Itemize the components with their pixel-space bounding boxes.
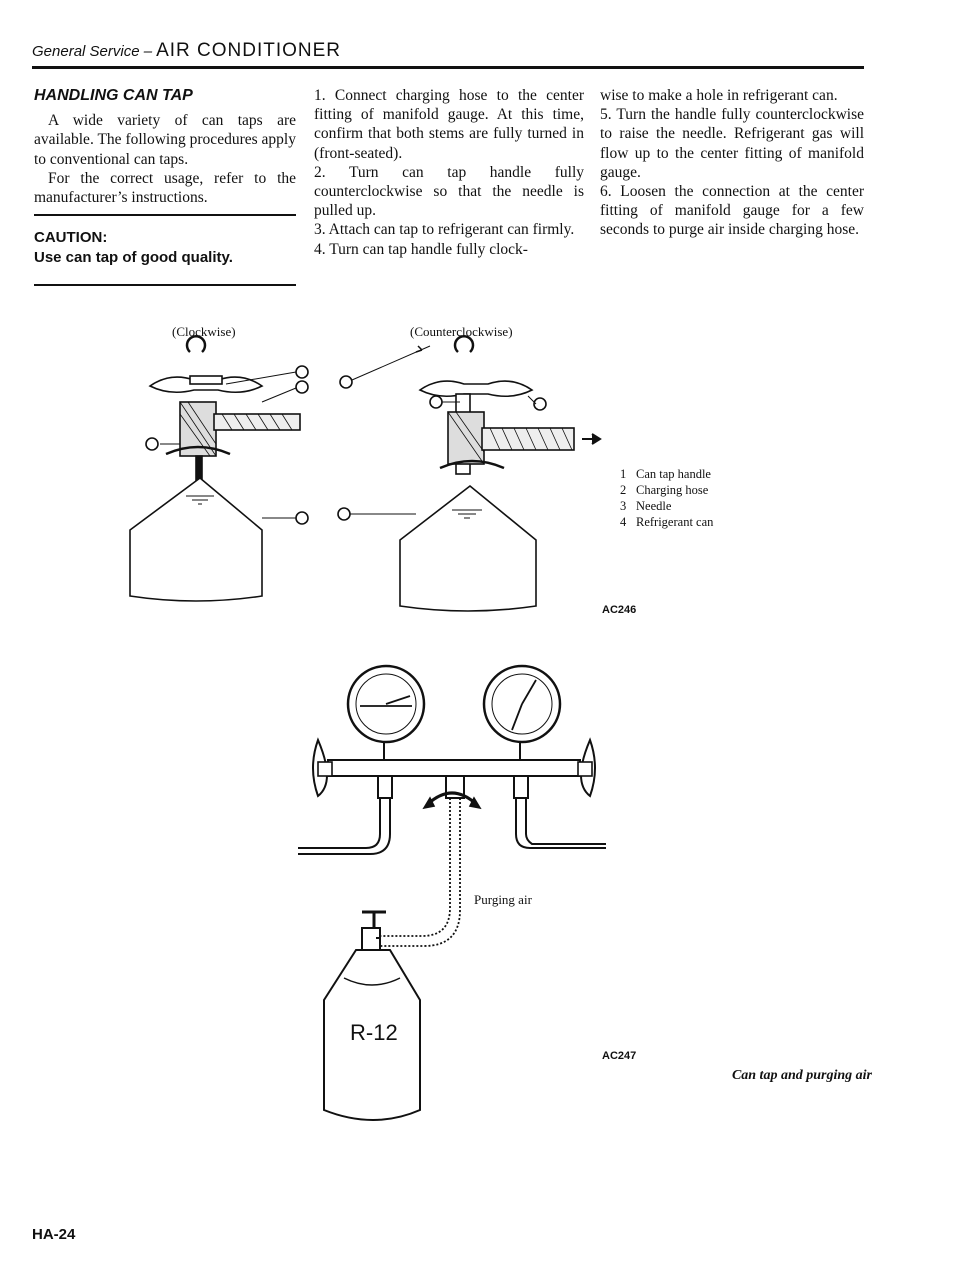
rotation-arrow-icon (453, 335, 475, 353)
low-side-hose-icon (298, 798, 391, 855)
page-header: General Service – AIR CONDITIONER (32, 40, 862, 66)
step-1: 1. Connect charging hose to the center f… (314, 87, 584, 162)
callout-4-icon (295, 511, 309, 525)
refrigerant-can-icon (399, 484, 537, 612)
left-column: HANDLING CAN TAP A wide variety of can t… (34, 86, 296, 207)
low-pressure-gauge-icon (346, 664, 426, 744)
handle-icon (418, 380, 534, 398)
step-2: 2. Turn can tap handle fully countercloc… (314, 163, 584, 220)
step-4-continued: wise to make a hole in refrigerant can. (600, 87, 838, 104)
callout-1-icon (339, 375, 353, 389)
right-column: wise to make a hole in refrigerant can. … (600, 86, 864, 240)
header-rule (32, 66, 864, 69)
r12-can-diagram (323, 910, 421, 1121)
refrigerant-can-icon (129, 476, 263, 602)
can-tap-clockwise-diagram (129, 335, 309, 602)
manifold-gauge-diagram (298, 664, 606, 947)
step-5: 5. Turn the handle fully counterclockwis… (600, 106, 864, 181)
figure-code-ac247: AC247 (602, 1050, 637, 1062)
rotation-arrow-icon (185, 335, 207, 353)
charging-hose-icon (374, 798, 461, 947)
callout-2-icon (533, 397, 547, 411)
caution-title: CAUTION: (34, 229, 108, 246)
refrigerant-can-icon (323, 949, 421, 1121)
figure-caption: Can tap and purging air (731, 1068, 872, 1083)
figure-code-ac246: AC246 (602, 604, 637, 616)
middle-column: 1. Connect charging hose to the center f… (314, 86, 584, 259)
intro-paragraph: A wide variety of can taps are available… (34, 112, 296, 168)
high-side-hose-icon (515, 798, 606, 849)
callout-3-icon (145, 437, 159, 451)
callout-4-icon (337, 507, 351, 521)
caution-box: CAUTION: Use can tap of good quality. (34, 228, 294, 268)
step-3: 3. Attach can tap to refrigerant can fir… (314, 221, 575, 239)
caution-top-rule (34, 214, 296, 216)
callout-3-icon (429, 395, 443, 409)
callout-2-icon (295, 380, 309, 394)
page-title: AIR CONDITIONER (156, 40, 342, 61)
can-tap-counterclockwise-diagram (337, 335, 602, 612)
high-pressure-gauge-icon (482, 664, 562, 744)
section-label: General Service – (32, 43, 153, 60)
caution-bottom-rule (34, 284, 296, 286)
section-heading: HANDLING CAN TAP (34, 87, 193, 104)
page-number: HA-24 (32, 1226, 76, 1243)
usage-paragraph: For the correct usage, refer to the manu… (34, 169, 296, 207)
callout-1-icon (295, 365, 309, 379)
purging-air-label: Purging air (474, 892, 532, 907)
counterclockwise-label: (Counterclockwise) (410, 324, 513, 339)
caution-text: Use can tap of good quality. (34, 249, 233, 266)
clockwise-label: (Clockwise) (172, 324, 236, 339)
step-4: 4. Turn can tap handle fully clock- (314, 240, 528, 258)
step-6: 6. Loosen the connection at the center f… (600, 183, 864, 239)
can-label: R-12 (350, 1020, 398, 1045)
